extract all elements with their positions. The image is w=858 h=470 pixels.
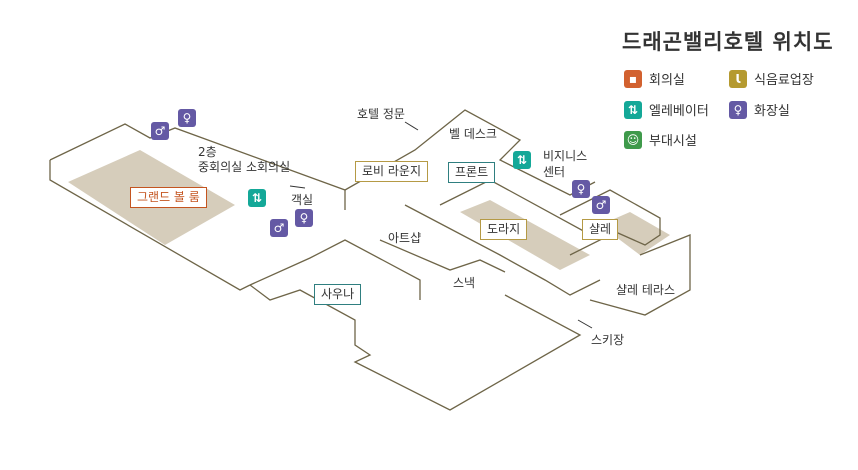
wall xyxy=(404,204,601,296)
elevator-icon: ⇅ xyxy=(624,100,642,119)
business-center-label-1[interactable]: 비지니스 xyxy=(543,149,588,163)
restroom-icon: ♂ xyxy=(151,122,169,140)
snack-label[interactable]: 스낵 xyxy=(453,276,476,290)
guest-rooms-label[interactable]: 객실 xyxy=(291,193,314,207)
meeting-room-icon: ▪ xyxy=(624,69,642,88)
legend-restaurant: Ꙇ 식음료업장 xyxy=(729,69,814,88)
entrance-arrow xyxy=(404,121,419,131)
wall xyxy=(559,189,661,246)
wall xyxy=(344,109,541,191)
wall xyxy=(49,160,251,291)
guest-room-arrow xyxy=(289,185,306,189)
meeting-rooms-label[interactable]: 중회의실 소회의실 xyxy=(198,160,291,174)
map-title: 드래곤밸리호텔 위치도 xyxy=(622,30,834,54)
wall xyxy=(249,239,421,300)
bell-desk-label: 벨 데스크 xyxy=(449,127,497,141)
restroom-icon: ♂ xyxy=(592,196,610,214)
facilities-icon: ☺ xyxy=(624,130,642,149)
wall xyxy=(439,179,602,256)
restroom-icon: ♀ xyxy=(572,180,590,198)
elevator-icon: ⇅ xyxy=(513,151,531,169)
legend-label: 회의실 xyxy=(649,73,685,88)
grand-ballroom-label[interactable]: 그랜드 볼 룸 xyxy=(130,187,207,208)
legend-label: 엘레베이터 xyxy=(649,104,709,119)
legend-restroom: ♀ 화장실 xyxy=(729,100,790,119)
legend-facilities: ☺ 부대시설 xyxy=(624,130,697,149)
legend-label: 화장실 xyxy=(754,104,790,119)
lobby-lounge-label[interactable]: 로비 라운지 xyxy=(355,161,429,182)
legend-elevator: ⇅ 엘레베이터 xyxy=(624,100,709,119)
restroom-icon: ♂ xyxy=(270,219,288,237)
sauna-label[interactable]: 사우나 xyxy=(314,284,362,305)
art-shop-label[interactable]: 아트샵 xyxy=(388,231,422,245)
wall xyxy=(379,239,506,273)
ski-arrow xyxy=(577,319,593,329)
legend-meeting-room: ▪ 회의실 xyxy=(624,69,685,88)
legend-label: 부대시설 xyxy=(649,134,697,149)
ski-resort-label[interactable]: 스키장 xyxy=(591,333,625,347)
wall xyxy=(249,284,582,411)
restroom-icon: ♀ xyxy=(178,109,196,127)
front-desk-label[interactable]: 프론트 xyxy=(448,162,496,183)
business-center-label-2[interactable]: 센터 xyxy=(543,165,566,179)
chalet-terrace-label[interactable]: 샬레 테라스 xyxy=(616,283,676,297)
chalet-label[interactable]: 샬레 xyxy=(582,219,619,240)
doraji-label[interactable]: 도라지 xyxy=(480,219,528,240)
floor2-label: 2층 xyxy=(198,145,217,159)
wall xyxy=(589,234,691,316)
main-entrance-label: 호텔 정문 xyxy=(357,107,405,121)
legend-label: 식음료업장 xyxy=(754,73,814,88)
elevator-icon: ⇅ xyxy=(248,189,266,207)
restaurant-icon: Ꙇ xyxy=(729,69,747,88)
restroom-icon: ♀ xyxy=(295,209,313,227)
restroom-icon: ♀ xyxy=(729,100,747,119)
